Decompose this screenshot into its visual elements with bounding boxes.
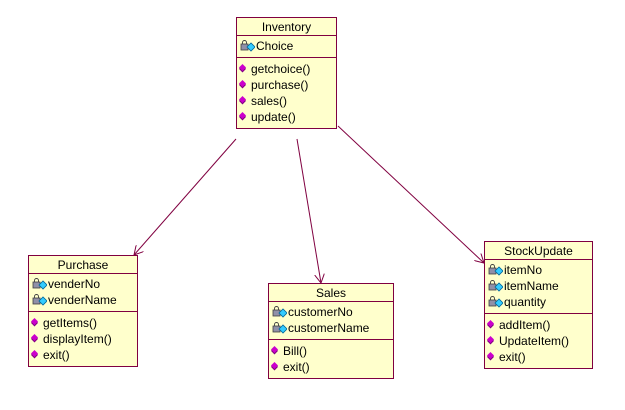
- operation-compartment: getchoice() purchase() sales() update(): [237, 58, 336, 128]
- operation-row: purchase(): [240, 77, 336, 93]
- operation-name: purchase(): [251, 78, 309, 92]
- attribute-compartment: itemNo itemName quantity: [485, 260, 592, 314]
- operation-row: Bill(): [272, 343, 393, 359]
- association-inventory-stockupdate: [337, 125, 484, 263]
- public-operation-diamond-icon: [240, 64, 248, 74]
- class-name: StockUpdate: [485, 242, 592, 260]
- class-sales[interactable]: Sales customerNo customerName Bill() exi…: [268, 283, 394, 379]
- attribute-row: itemName: [488, 278, 592, 294]
- class-name: Purchase: [29, 256, 137, 274]
- operation-row: exit(): [272, 359, 393, 375]
- operation-name: exit(): [499, 350, 526, 364]
- private-attribute-lock-icon: [272, 322, 287, 334]
- attribute-name: itemNo: [504, 263, 543, 277]
- operation-row: update(): [240, 109, 336, 125]
- attribute-name: customerName: [288, 321, 370, 335]
- private-attribute-lock-icon: [32, 278, 47, 290]
- class-inventory[interactable]: Inventory Choice getchoice() purchase() …: [236, 17, 337, 129]
- operation-name: getchoice(): [251, 62, 311, 76]
- public-operation-diamond-icon: [488, 336, 496, 346]
- operation-name: exit(): [283, 360, 310, 374]
- private-attribute-lock-icon: [32, 294, 47, 306]
- attribute-row: venderNo: [32, 276, 137, 292]
- private-attribute-lock-icon: [488, 280, 503, 292]
- attribute-name: itemName: [504, 279, 559, 293]
- class-name: Sales: [269, 284, 393, 302]
- operation-row: getItems(): [32, 315, 137, 331]
- public-operation-diamond-icon: [240, 112, 248, 122]
- operation-name: UpdateItem(): [499, 334, 570, 348]
- public-operation-diamond-icon: [272, 346, 280, 356]
- class-purchase[interactable]: Purchase venderNo venderName getItems() …: [28, 255, 138, 367]
- operation-row: exit(): [488, 349, 592, 365]
- attribute-row: venderName: [32, 292, 137, 308]
- association-inventory-sales: [296, 138, 321, 283]
- public-operation-diamond-icon: [32, 334, 40, 344]
- operation-name: exit(): [43, 348, 70, 362]
- private-attribute-lock-icon: [272, 306, 287, 318]
- operation-name: getItems(): [43, 316, 98, 330]
- operation-compartment: getItems() displayItem() exit(): [29, 312, 137, 366]
- operation-row: UpdateItem(): [488, 333, 592, 349]
- public-operation-diamond-icon: [32, 350, 40, 360]
- operation-row: getchoice(): [240, 61, 336, 77]
- attribute-compartment: customerNo customerName: [269, 302, 393, 340]
- public-operation-diamond-icon: [488, 352, 496, 362]
- attribute-row: quantity: [488, 294, 592, 310]
- operation-name: update(): [251, 110, 296, 124]
- public-operation-diamond-icon: [240, 80, 248, 90]
- attribute-compartment: venderNo venderName: [29, 274, 137, 312]
- operation-row: exit(): [32, 347, 137, 363]
- private-attribute-lock-icon: [488, 264, 503, 276]
- operation-compartment: addItem() UpdateItem() exit(): [485, 314, 592, 368]
- attribute-name: Choice: [256, 39, 294, 53]
- private-attribute-lock-icon: [488, 296, 503, 308]
- attribute-row: itemNo: [488, 262, 592, 278]
- public-operation-diamond-icon: [32, 318, 40, 328]
- attribute-row: customerName: [272, 320, 393, 336]
- attribute-row: Choice: [240, 38, 336, 54]
- public-operation-diamond-icon: [240, 96, 248, 106]
- public-operation-diamond-icon: [488, 320, 496, 330]
- public-operation-diamond-icon: [272, 362, 280, 372]
- attribute-name: venderNo: [48, 277, 101, 291]
- attribute-row: customerNo: [272, 304, 393, 320]
- operation-name: sales(): [251, 94, 288, 108]
- attribute-name: quantity: [504, 295, 547, 309]
- operation-name: addItem(): [499, 318, 551, 332]
- operation-name: Bill(): [283, 344, 307, 358]
- private-attribute-lock-icon: [240, 40, 255, 52]
- operation-row: displayItem(): [32, 331, 137, 347]
- class-stockupdate[interactable]: StockUpdate itemNo itemName quantity add…: [484, 241, 593, 369]
- association-inventory-purchase: [134, 138, 237, 255]
- attribute-compartment: Choice: [237, 36, 336, 58]
- operation-row: addItem(): [488, 317, 592, 333]
- class-name: Inventory: [237, 18, 336, 36]
- operation-name: displayItem(): [43, 332, 112, 346]
- operation-row: sales(): [240, 93, 336, 109]
- attribute-name: customerNo: [288, 305, 353, 319]
- operation-compartment: Bill() exit(): [269, 340, 393, 378]
- attribute-name: venderName: [48, 293, 117, 307]
